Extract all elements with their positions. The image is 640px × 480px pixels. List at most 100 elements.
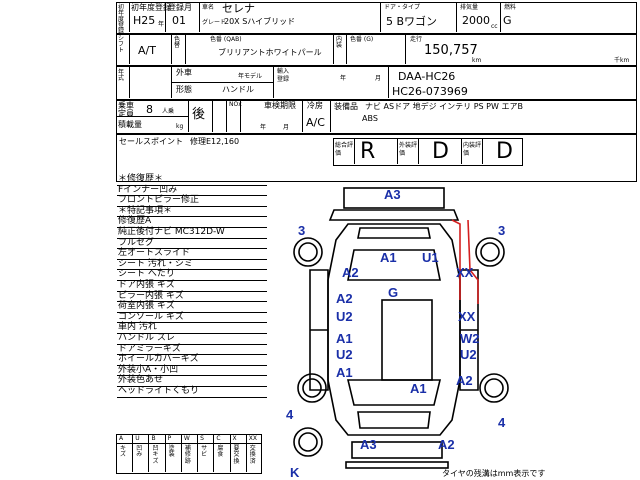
legend-code: XX [248,435,257,442]
spec-row [116,34,637,66]
note-item: ドア内張 キズ [118,280,175,290]
grade-box [333,138,523,166]
damage-mark: 4 [498,415,506,430]
damage-mark: A1 [410,381,427,396]
legend-code: B [151,435,156,442]
damage-mark: 3 [298,223,306,238]
legend-meaning: 腐食 [217,445,224,459]
overall-grade-label: 総合評価 [335,142,354,157]
first-reg-label: 初年度登録 [118,4,125,35]
damage-mark: U1 [422,250,439,265]
ac-label: 冷房 [307,101,323,110]
damage-mark: A3 [360,437,377,452]
legend-code: C [216,435,221,442]
footer-note: タイヤの残溝はmm表示です [442,469,546,478]
damage-mark: A2 [336,291,353,306]
damage-mark: K [290,465,300,480]
legend-code: P [167,435,172,442]
grade-label: グレード [202,19,227,26]
equipment: 装備品 [334,102,358,111]
note-item: ホイールカバーキズ [118,354,199,365]
damage-mark: A1 [336,365,353,380]
interior-label: 内装 [336,36,343,49]
interior-grade: D [496,139,513,164]
damage-mark: A3 [384,187,401,202]
legend-code: X [232,435,237,442]
inspection-label: 車検期限 [264,101,296,110]
note-item: シート へたり [118,269,175,280]
damage-mark: U2 [460,347,477,362]
legend-code: A [119,435,124,442]
note-item: 外装色あせ [118,375,164,386]
displacement: 2000 [462,14,490,27]
note-item: 荷室内張 キズ [118,301,175,312]
color-code-label: 色番 (QAB) [210,36,242,43]
note-item: ドアミラーキズ [118,343,181,354]
note-item: シート 汚れ・シミ [118,258,193,269]
header-row [116,2,637,34]
exterior-grade: D [432,139,449,164]
legend-meaning: 凹み [136,445,143,459]
color-change-label: 色替 [174,36,181,49]
equipment-list-2: ABS [362,114,378,123]
legend-meaning: 交換済 [249,445,256,465]
fuel: G [503,14,512,27]
car-name: セレナ [222,2,255,15]
note-item: フルセグ [118,237,155,248]
car-name-label: 車名 [202,4,215,11]
damage-mark: XX [456,265,474,280]
legend-meaning: キズ [120,445,127,459]
seating: 後 [192,107,206,122]
door-type-label: ドア・タイプ [384,4,421,11]
note-item: 左オートスライド [118,248,191,259]
legend-meaning: 凹キズ [152,445,159,465]
selling-points-text: 修理E12,160 [190,137,240,146]
note-item: フロントピラー修正 [118,195,200,206]
legend-code: W [183,435,190,442]
legend-meaning: 補修跡 [184,445,191,465]
exterior-grade-label: 外装評価 [399,142,418,157]
fuel-label: 燃料 [504,4,517,11]
displacement-label: 排気量 [460,4,479,11]
note-item: Fインナー凹み [118,184,178,195]
color-name: ブリリアントホワイトパール [218,48,322,57]
door-type: 5 Bワゴン [386,15,438,28]
first-reg-year: H25 [133,14,156,27]
damage-mark: XX [458,309,476,324]
damage-mark: G [388,285,399,300]
note-item: 車内 汚れ [118,322,157,333]
handle-label: ハンドル [222,85,254,94]
selling-points-label: セールスポイント [119,137,183,146]
capacity: 8 [146,103,153,116]
grade: 20X Sハイブリッド [224,17,296,26]
equipment-list: ナビ ASドア 地デジ インテリ PS PW エアB [365,102,523,111]
damage-mark: A1 [380,250,397,265]
mileage-label: 走行 [410,36,423,43]
selling-points-box [116,134,637,182]
damage-mark: 4 [286,407,294,422]
damage-mark: W2 [460,331,480,346]
note-item: 外装小A・小凹 [118,364,179,375]
damage-mark: U2 [336,347,353,362]
damage-mark: A2 [342,265,359,280]
car-diagram [293,187,509,469]
first-reg-month: 01 [172,14,186,27]
note-item: ＊修復歴＊ [118,174,164,184]
note-item: ピラー内張 キズ [118,290,184,301]
note-item: ヘッドライトくもり [118,386,200,396]
capacity-label: 乗車定員 [118,101,134,118]
legend-meaning: 塗装 [168,445,175,459]
exterior-car-label: 外車 [176,68,192,77]
chassis-number: HC26-073969 [392,85,468,98]
damage-mark: A2 [438,437,455,452]
shape-label: 形態 [176,85,192,94]
overall-grade: R [360,139,376,164]
damage-mark: U2 [336,309,353,324]
legend-table [116,434,262,474]
legend-code: S [200,435,204,442]
mileage: 150,757 [424,43,478,58]
note-item: ハンドル スレ [118,333,175,343]
model-code: DAA-HC26 [398,70,456,83]
load-label: 積載量 [118,120,142,129]
